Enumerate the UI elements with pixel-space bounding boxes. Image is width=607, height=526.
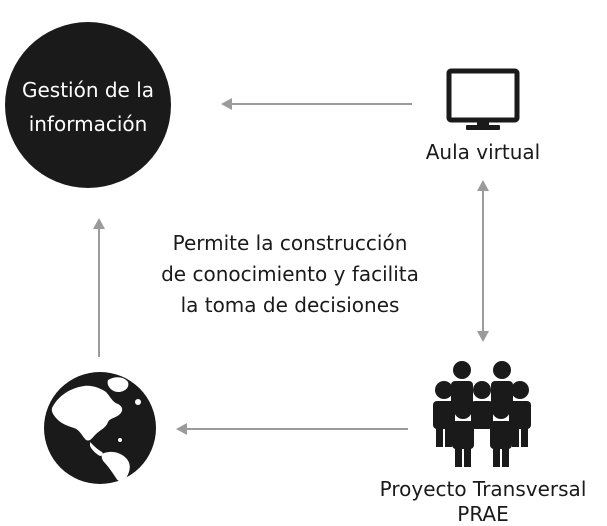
arrow-globe-to-gestion (93, 218, 105, 357)
arrow-proyecto-to-globe (176, 423, 408, 435)
proyecto-label-line1: Proyecto Transversal (380, 477, 587, 501)
arrow-aula-to-gestion (221, 98, 412, 110)
center-text-line2: de conocimiento y facilita (161, 262, 419, 286)
globe-icon (44, 372, 156, 484)
gestion-label-line2: información (29, 112, 148, 136)
center-description: Permite la construcción de conocimiento … (161, 231, 419, 317)
center-text-line1: Permite la construcción (173, 231, 408, 255)
center-text-line3: la toma de decisiones (181, 293, 400, 317)
gestion-circle (5, 22, 171, 188)
monitor-icon (446, 68, 520, 130)
gestion-label-line1: Gestión de la (22, 78, 154, 102)
people-group-icon (433, 361, 531, 467)
proyecto-label-line2: PRAE (457, 502, 508, 526)
arrow-aula-proyecto (477, 180, 489, 342)
gestion-node: Gestión de la información (5, 22, 171, 188)
aula-virtual-label: Aula virtual (426, 140, 540, 164)
